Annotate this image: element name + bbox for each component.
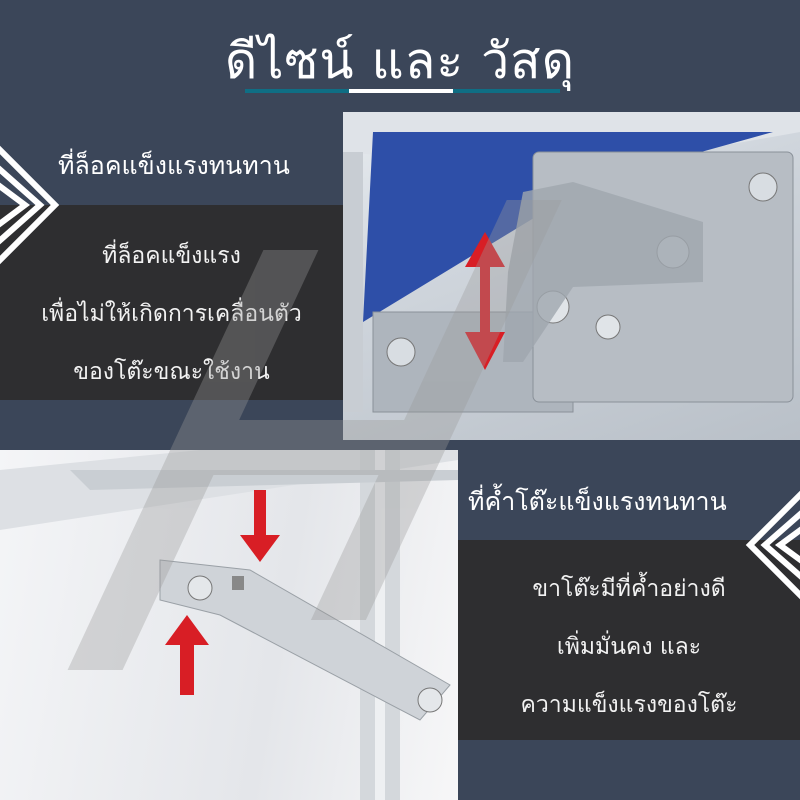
up-arrow-icon [165,615,209,695]
brace-description-line: ขาโต๊ะมีที่ค้ำอย่างดี [532,576,726,602]
chevron-left-icon [0,145,60,265]
double-arrow-icon [465,232,505,370]
brace-heading: ที่ค้ำโต๊ะแข็งแรงทนทาน [468,487,727,516]
page-title: ดีไซน์ และ วัสดุ [224,32,576,90]
latch-photo [343,112,800,440]
brace-description-line: เพิ่มมั่นคง และ [556,634,702,660]
lock-description-line: ของโต๊ะขณะใช้งาน [73,359,270,385]
brace-description-panel: ขาโต๊ะมีที่ค้ำอย่างดี เพิ่มมั่นคง และ คว… [458,540,800,740]
brace-photo [0,450,458,800]
down-arrow-icon [240,490,280,562]
lock-description-line: เพื่อไม่ให้เกิดการเคลื่อนตัว [41,301,302,327]
chevron-right-icon [745,490,800,600]
brace-description-line: ความแข็งแรงของโต๊ะ [520,692,738,718]
lock-heading: ที่ล็อคแข็งแรงทนทาน [58,151,290,180]
lock-description-line: ที่ล็อคแข็งแรง [102,243,241,269]
title-underline [245,89,560,93]
lock-description-panel: ที่ล็อคแข็งแรง เพื่อไม่ให้เกิดการเคลื่อน… [0,205,343,400]
